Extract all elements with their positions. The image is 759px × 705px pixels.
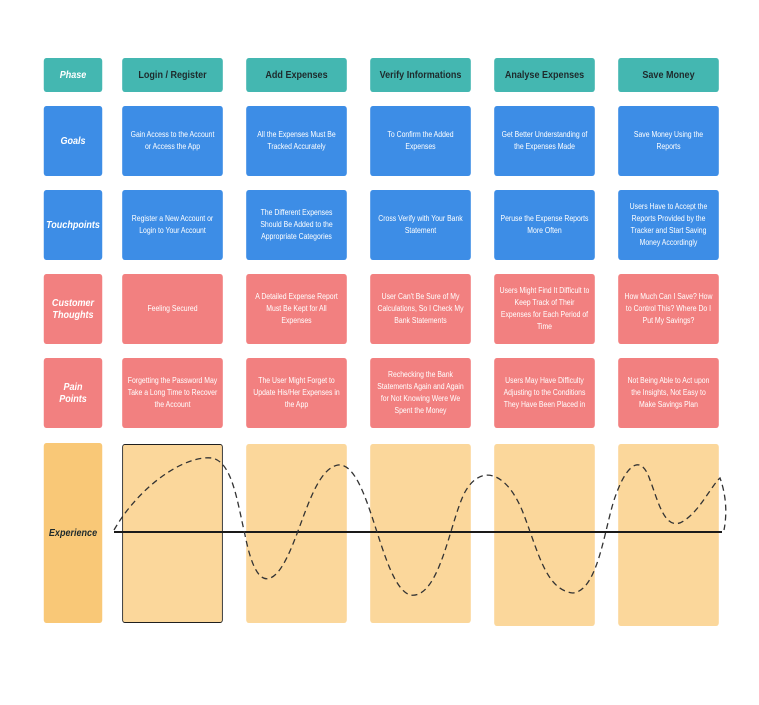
experience-cell[interactable]: [494, 444, 595, 626]
customer-thought-cell[interactable]: How Much Can I Save? How to Control This…: [618, 274, 719, 344]
experience-cell[interactable]: [246, 444, 347, 623]
experience-cell-selected[interactable]: [122, 444, 223, 623]
touchpoint-cell[interactable]: Users Have to Accept the Reports Provide…: [618, 190, 719, 260]
phase-login-register[interactable]: Login / Register: [122, 58, 223, 92]
phase-save-money[interactable]: Save Money: [618, 58, 719, 92]
touchpoint-cell[interactable]: Peruse the Expense Reports More Often: [494, 190, 595, 260]
goal-cell[interactable]: All the Expenses Must Be Tracked Accurat…: [246, 106, 347, 176]
phase-add-expenses[interactable]: Add Expenses: [246, 58, 347, 92]
row-header-customer-thoughts: Customer Thoughts: [43, 274, 103, 344]
touchpoint-cell[interactable]: Register a New Account or Login to Your …: [122, 190, 223, 260]
pain-point-cell[interactable]: The User Might Forget to Update His/Her …: [246, 358, 347, 428]
pain-point-cell[interactable]: Not Being Able to Act upon the Insights,…: [618, 358, 719, 428]
goal-cell[interactable]: Get Better Understanding of the Expenses…: [494, 106, 595, 176]
customer-thought-cell[interactable]: Feeling Secured: [122, 274, 223, 344]
customer-thought-cell[interactable]: A Detailed Expense Report Must Be Kept f…: [246, 274, 347, 344]
goal-cell[interactable]: To Confirm the Added Expenses: [370, 106, 471, 176]
customer-thought-cell[interactable]: User Can't Be Sure of My Calculations, S…: [370, 274, 471, 344]
goal-cell[interactable]: Save Money Using the Reports: [618, 106, 719, 176]
goal-cell[interactable]: Gain Access to the Account or Access the…: [122, 106, 223, 176]
experience-cell[interactable]: [618, 444, 719, 626]
pain-point-cell[interactable]: Rechecking the Bank Statements Again and…: [370, 358, 471, 428]
touchpoint-cell[interactable]: Cross Verify with Your Bank Statement: [370, 190, 471, 260]
row-header-experience: Experience: [43, 443, 103, 623]
row-header-pain-points: Pain Points: [43, 358, 103, 428]
row-header-touchpoints: Touchpoints: [43, 190, 103, 260]
phase-analyse-expenses[interactable]: Analyse Expenses: [494, 58, 595, 92]
pain-point-cell[interactable]: Users May Have Difficulty Adjusting to t…: [494, 358, 595, 428]
touchpoint-cell[interactable]: The Different Expenses Should Be Added t…: [246, 190, 347, 260]
row-header-phase: Phase: [43, 58, 103, 92]
experience-cell[interactable]: [370, 444, 471, 623]
row-header-goals: Goals: [43, 106, 103, 176]
pain-point-cell[interactable]: Forgetting the Password May Take a Long …: [122, 358, 223, 428]
phase-verify-informations[interactable]: Verify Informations: [370, 58, 471, 92]
customer-thought-cell[interactable]: Users Might Find It Difficult to Keep Tr…: [494, 274, 595, 344]
